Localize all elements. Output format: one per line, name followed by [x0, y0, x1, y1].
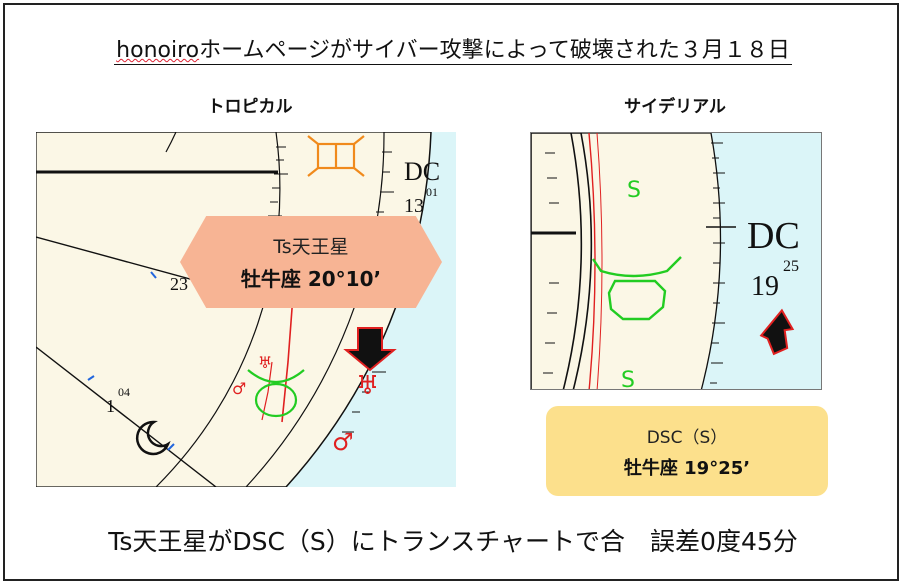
s-label-top: S — [627, 178, 641, 203]
mars-glyph-icon: ♂ — [332, 428, 354, 456]
right-callout-line1: DSC（S） — [646, 427, 728, 448]
dc-label: DC — [747, 215, 800, 257]
taurus-glyph-icon — [247, 369, 305, 418]
dc-label: DC — [404, 157, 440, 186]
inner-arc — [36, 132, 177, 153]
dc-degree: 13 — [404, 195, 424, 217]
uranus-glyph-icon: ♅ — [258, 353, 272, 372]
uranus-transit-icon: ♅ — [356, 371, 379, 401]
house-cusp-1 — [36, 346, 217, 487]
degree-ticks-right — [710, 142, 725, 384]
left-callout: Ts天王星 牡牛座 20°10’ — [180, 216, 442, 308]
red-glyph-icon: ♂ — [232, 379, 246, 398]
headline-latin: honoiro — [116, 38, 200, 63]
headline: honoiroホームページがサイバー攻撃によって破壊された３月１８日 — [0, 32, 906, 65]
taurus-glyph-icon — [592, 256, 682, 321]
inner-ring-line — [562, 133, 583, 389]
aspect-glyph-icon — [307, 135, 365, 177]
cusp-1-minute: 04 — [118, 385, 130, 399]
moon-glyph-icon — [135, 420, 171, 456]
dc-minute: 01 — [426, 185, 438, 199]
cusp-23-label: 23 — [170, 274, 188, 294]
dc-minute: 25 — [783, 258, 799, 275]
red-aspect-line-2 — [261, 361, 273, 421]
arrow-down-icon — [343, 327, 397, 372]
outer-frame — [3, 3, 899, 581]
headline-rest: ホームページがサイバー攻撃によって破壊された３月１８日 — [199, 38, 790, 63]
summary-text: Ts天王星がDSC（S）にトランスチャートで合 誤差0度45分 — [108, 527, 798, 556]
blue-tick — [87, 375, 95, 381]
sidereal-chart: S S DC 19 25 — [530, 132, 822, 390]
blue-tick — [167, 443, 175, 451]
right-callout: DSC（S） 牡牛座 19°25’ — [546, 406, 828, 496]
house-ring — [531, 133, 593, 389]
left-panel-label: トロピカル — [207, 97, 293, 117]
cusp-1-degree: 1 — [106, 396, 115, 416]
degree-ticks — [268, 146, 394, 433]
s-label-bottom: S — [621, 368, 635, 390]
red-ring-line-2 — [596, 133, 603, 389]
left-callout-line1: Ts天王星 — [273, 236, 349, 258]
red-aspect-line — [281, 281, 295, 423]
tropical-chart-svg: DC 13 01 23 1 04 ♅ ♂ ♅ ♂ — [36, 132, 456, 487]
right-callout-line2: 牡牛座 19°25’ — [623, 457, 751, 479]
blue-tick — [150, 271, 157, 279]
tropical-chart: DC 13 01 23 1 04 ♅ ♂ ♅ ♂ — [36, 132, 456, 487]
headline-text: honoiroホームページがサイバー攻撃によって破壊された３月１８日 — [114, 38, 792, 65]
dc-degree: 19 — [751, 271, 779, 302]
right-panel-label: サイデリアル — [624, 97, 726, 117]
arrow-up-icon — [759, 308, 795, 356]
sidereal-chart-svg: S S DC 19 25 — [531, 133, 821, 390]
left-callout-line2: 牡牛座 20°10’ — [240, 267, 382, 291]
degree-ticks-left — [543, 152, 559, 374]
